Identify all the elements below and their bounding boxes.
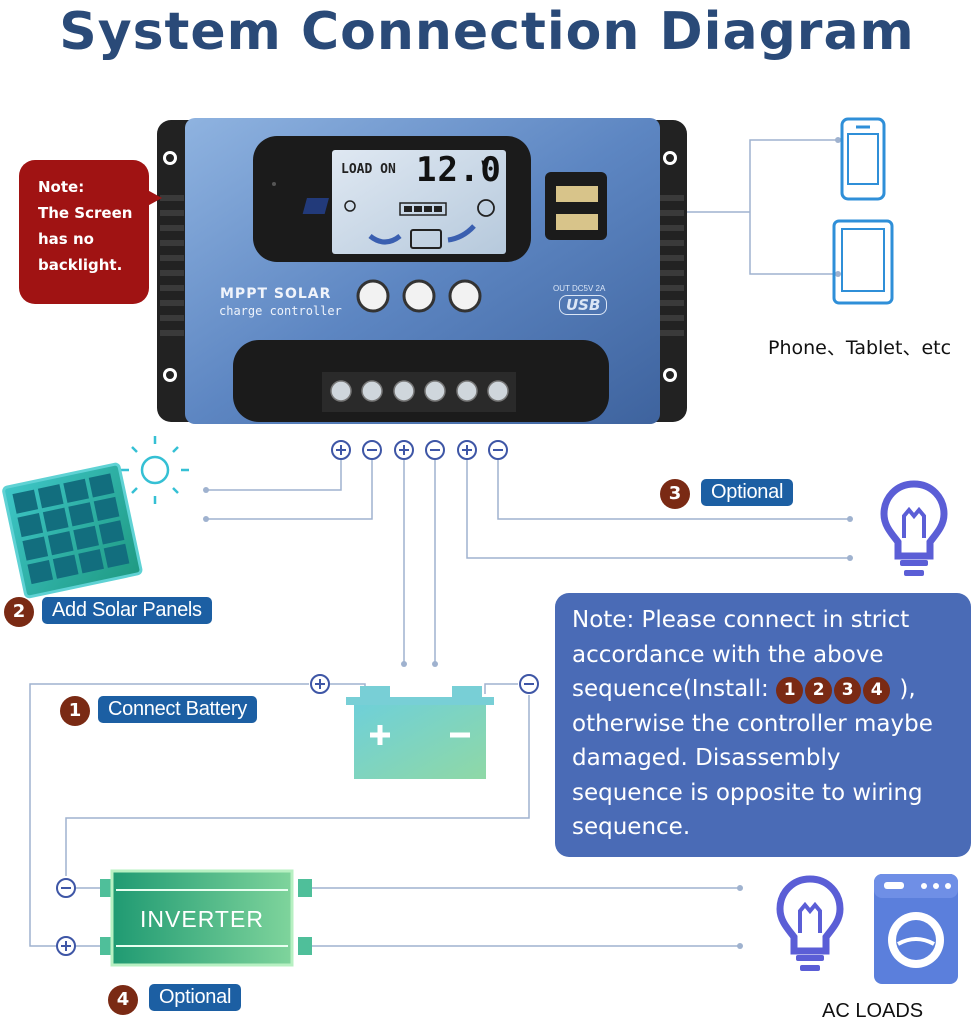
page-title: System Connection Diagram [59,2,915,62]
warning-line: sequence(Install: [572,676,769,702]
washing-machine-icon [874,874,958,984]
sequence-number: 1 [776,677,804,704]
battery-negative-icon [519,674,539,694]
warning-line: ), [899,676,916,702]
step-number: 2 [4,597,34,627]
inverter-icon [100,869,312,967]
warning-line: damaged. Disassembly [572,745,841,771]
screen-note-line: backlight. [38,256,123,274]
warning-line: Note: Please connect in strict [572,607,910,633]
screen-note-line: The Screen [38,204,133,222]
terminal-symbols [56,440,539,956]
ac-loads-label: AC LOADS [822,1000,924,1022]
battery-positive-icon [310,674,330,694]
inverter-label: INVERTER [140,906,264,932]
light-bulb-icon [880,480,948,576]
step-label-inverter: Optional [149,984,242,1011]
screen-note-line: has no [38,230,94,248]
tablet-icon [832,219,894,305]
devices-label: Phone、Tablet、etc [768,337,952,359]
phone-icon [840,117,886,201]
inverter-negative-icon [56,878,76,898]
step-label-solar: Add Solar Panels [42,597,212,624]
inverter-wires [76,887,740,947]
wiring-warning-note: Note: Please connect in strict accordanc… [555,593,971,857]
screen-note-line: Note: [38,178,85,196]
solar-wires [206,460,373,520]
sequence-number: 3 [834,677,862,704]
usb-spec-label: OUT DC5V 2A [553,284,606,293]
controller-brand: MPPT SOLAR [220,286,332,302]
step-number: 3 [660,479,690,509]
solar-minus-terminal-icon [362,440,382,460]
step-number: 1 [60,696,90,726]
warning-line: sequence. [572,814,691,840]
screen-note-callout: Note: The Screen has no backlight. [19,160,149,304]
sun-icon [121,436,189,504]
lcd-voltage-value: 12.0 [416,150,502,190]
sequence-number: 2 [805,677,833,704]
solar-plus-terminal-icon [331,440,351,460]
warning-line: accordance with the above [572,641,884,668]
inverter-positive-icon [56,936,76,956]
solar-panel-icon [2,462,143,599]
ac-light-bulb-icon [776,875,844,971]
battery-icon [346,686,494,779]
sequence-number: 4 [863,677,891,704]
usb-port-label: USB [559,295,608,315]
charge-controller [157,118,687,424]
load-wires [466,460,850,559]
step-number: 4 [108,985,138,1015]
controller-subtitle: charge controller [219,304,342,318]
load-minus-terminal-icon [488,440,508,460]
battery-plus-terminal-icon [394,440,414,460]
step-label-battery: Connect Battery [98,696,257,723]
battery-minus-terminal-icon [425,440,445,460]
step-label-load: Optional [701,479,794,506]
load-plus-terminal-icon [457,440,477,460]
warning-line: otherwise the controller maybe [572,710,933,737]
lcd-voltage-unit: V [481,159,490,175]
lcd-load-status: LOAD ON [341,162,396,177]
warning-line: sequence is opposite to wiring [572,779,923,806]
